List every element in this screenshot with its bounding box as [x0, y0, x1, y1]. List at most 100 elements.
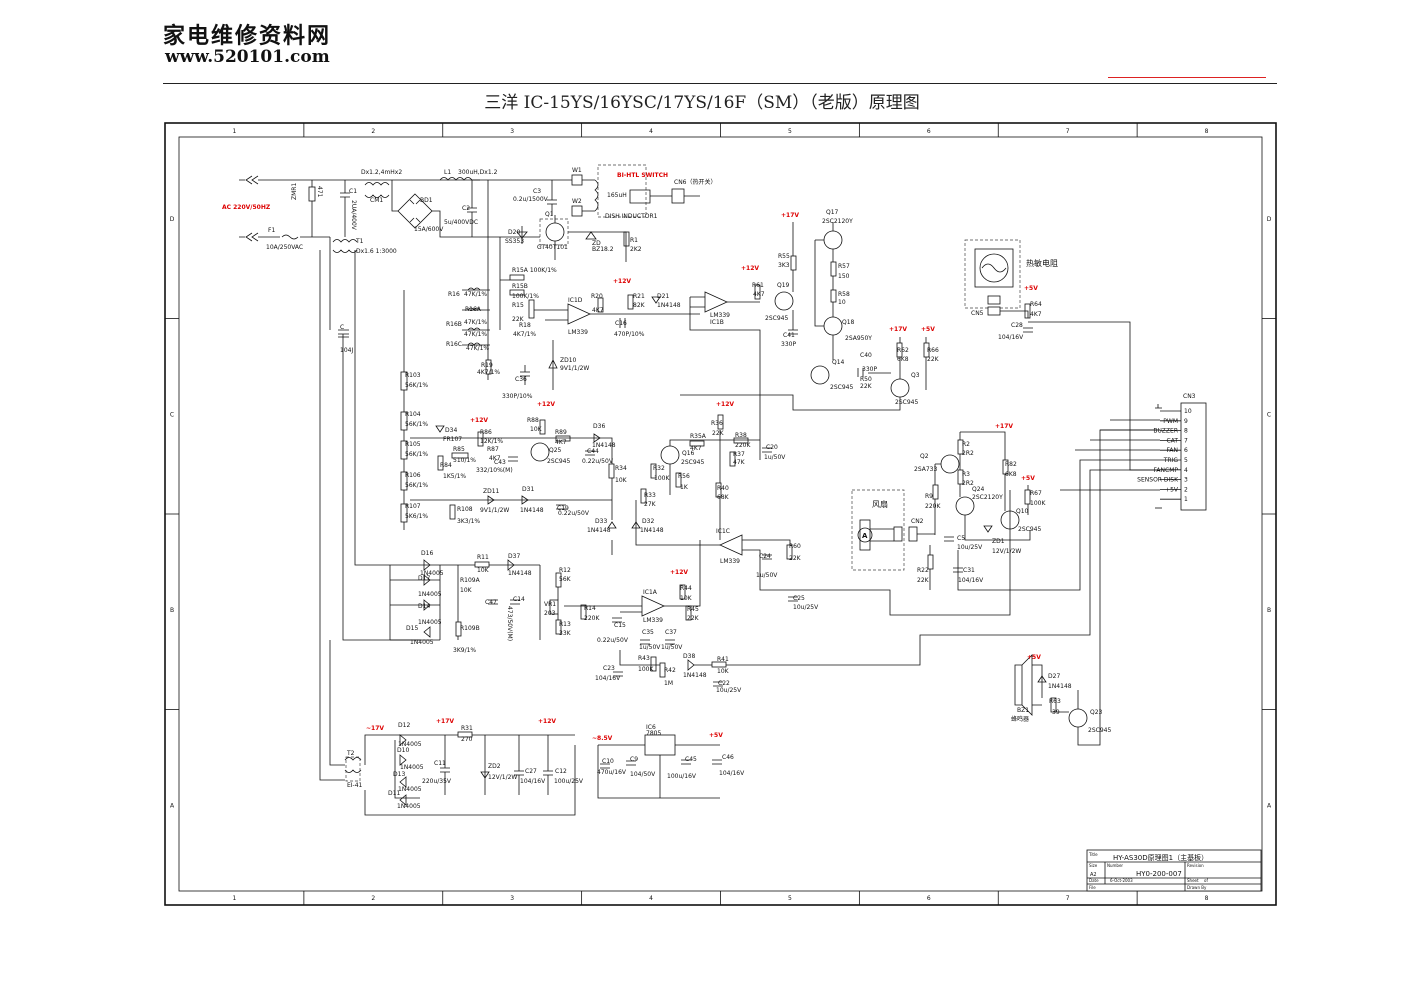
grid-top-5: 5: [788, 128, 792, 135]
ic6-label: IC6: [646, 724, 656, 731]
r56-label: R56: [678, 473, 690, 480]
resistor-r60: [786, 544, 793, 560]
cn3-pin-number: 6: [1184, 447, 1188, 454]
terminal-w2: [571, 205, 583, 217]
bridge-rectifier-bd1: [397, 193, 433, 229]
inductor-label: DISH INDUCTOR1: [605, 213, 658, 220]
r86-label: R86: [480, 429, 492, 436]
q2-label: Q2: [920, 453, 929, 460]
header-rule: [163, 83, 1277, 84]
d32-label: D32: [642, 518, 654, 525]
connector-cn5-bottom: [987, 306, 1001, 316]
r60-label: R60: [789, 543, 801, 550]
c10-label: C10: [602, 758, 614, 765]
outer-frame: [164, 122, 1277, 906]
r9-value: 220K: [925, 503, 941, 510]
c31-value: 104/16V: [958, 577, 984, 584]
bd1-value: 15A/600V: [414, 226, 444, 233]
c40-label: C40: [860, 352, 872, 359]
varistor-zmr1: [308, 186, 316, 202]
d36-label: D36: [593, 423, 605, 430]
resistor-r11: [474, 561, 490, 568]
r37-value: 47K: [733, 459, 746, 466]
vr1-value: 203: [544, 610, 556, 617]
r15-value: 22K: [512, 316, 525, 323]
r82-label: R82: [1005, 461, 1017, 468]
zd10-label: ZD10: [560, 357, 577, 364]
r16b-label: R16B: [446, 321, 462, 328]
transistor-q23: [1068, 708, 1088, 728]
d17-value: 1N4005: [418, 591, 442, 598]
r57-label: R57: [838, 263, 850, 270]
grid-bottom-7: 7: [1066, 895, 1070, 902]
capacitor-c19: [556, 504, 566, 510]
common-mode-choke: [364, 182, 390, 198]
q17-label: Q17: [826, 209, 839, 216]
d11-label: D11: [388, 790, 400, 797]
r106-value: 56K/1%: [405, 482, 428, 489]
revision-tag: Revision: [1187, 863, 1204, 868]
resistor-r56: [675, 472, 682, 488]
resistor-r22: [927, 554, 934, 570]
zener-zd2: [480, 735, 490, 795]
d10-label: D10: [397, 747, 409, 754]
r12-label: R12: [559, 567, 571, 574]
r37-label: R37: [733, 451, 745, 458]
resistor-r36: [717, 414, 724, 430]
q17-value: 2SC2120Y: [822, 218, 853, 225]
c41-value: 330P: [781, 341, 796, 348]
v5-label-4: +5V: [1027, 654, 1041, 661]
q19-label: Q19: [777, 282, 790, 289]
title-text: HY-AS30D原理图1（主基板）: [1113, 853, 1208, 862]
r19-value: 4K7/1%: [477, 369, 500, 376]
grid-right-B: B: [1267, 607, 1271, 614]
c46-label: C46: [722, 754, 734, 761]
d38-label: D38: [683, 653, 695, 660]
header-red-rule: [1108, 77, 1266, 78]
r62-label: R62: [897, 347, 909, 354]
v85-label: ~8.5V: [592, 735, 613, 742]
r107-value: 5K6/1%: [405, 513, 428, 520]
capacitor-c35-c37: [640, 639, 675, 645]
v17-label-2: +17V: [889, 326, 907, 333]
resistor-r1: [623, 231, 630, 247]
r35a-label: R35A: [690, 433, 707, 440]
title-block: Title HY-AS30D原理图1（主基板） Size A2 Number H…: [1086, 849, 1262, 892]
cn3-pin-number: 8: [1184, 428, 1188, 435]
cn3-label: CN3: [1183, 393, 1196, 400]
fan-motor-body: [859, 519, 871, 551]
diode-d11: [399, 794, 407, 806]
q3-value: 2SC945: [895, 399, 918, 406]
d34-value: FR107: [443, 436, 462, 443]
buzzer-label: 蜂鸣器: [1011, 715, 1029, 723]
cn3-pin-1: 1: [1160, 496, 1188, 503]
r18-value: 4K7/1%: [513, 331, 536, 338]
r109b-value: 3K9/1%: [453, 647, 476, 654]
capacitor-c28: [1023, 327, 1033, 333]
c35-value: 1u/50V: [639, 644, 661, 651]
resistor-r19: [485, 359, 492, 375]
transistor-q25: [530, 442, 550, 462]
c14-label: C14: [513, 596, 525, 603]
c45-label: C45: [685, 756, 697, 763]
cn3-pin-name: TRIG: [1163, 457, 1179, 464]
sheet-tag: Sheet: [1187, 878, 1199, 883]
diode-d20: [516, 226, 528, 244]
r21-value: 82K: [633, 302, 646, 309]
q18-value: 2SA950Y: [845, 335, 872, 342]
c5-value: 10u/25V: [957, 544, 983, 551]
transistor-q10: [1000, 510, 1020, 530]
c10-value: 470u/16V: [597, 769, 627, 776]
date-value: 6-Oct-2003: [1110, 878, 1133, 883]
zmr-value: 471: [316, 186, 323, 198]
d37-label: D37: [508, 553, 520, 560]
t2-value: EI-41: [347, 782, 363, 789]
q25-label: Q25: [549, 447, 562, 454]
resistor-r86: [477, 431, 484, 447]
d31-value: 1N4148: [520, 507, 544, 514]
cm1-value: Dx1.2,4mHx2: [361, 169, 402, 176]
c11-value: 220u/35V: [422, 778, 452, 785]
v5-label-2: +5V: [1024, 285, 1038, 292]
